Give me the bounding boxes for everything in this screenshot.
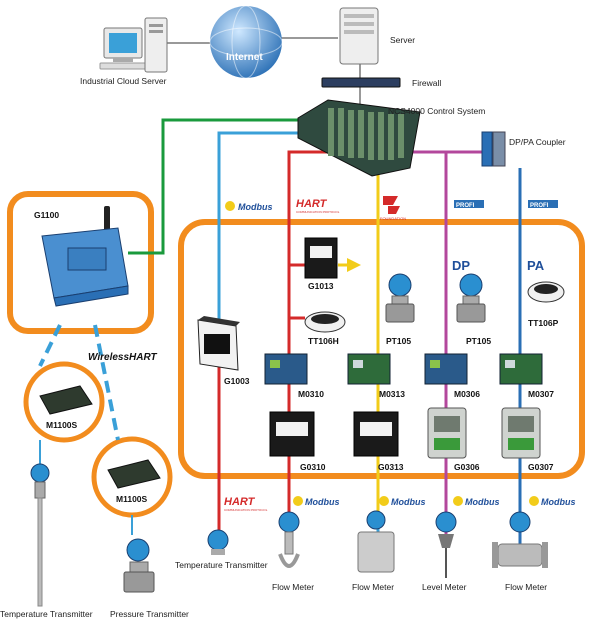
m0310-board-icon xyxy=(264,353,308,385)
modbus-logo-bottom-3: Modbus xyxy=(453,496,500,507)
m0306-label: M0306 xyxy=(454,389,480,399)
g1100-gateway-icon xyxy=(41,206,129,307)
pt105-b-label: PT105 xyxy=(466,336,491,346)
foundation-logo: FOUNDATION xyxy=(380,196,406,221)
temperature-transmitter-left-label: Temperature Transmitter xyxy=(0,609,93,619)
m1100s-a-board-icon xyxy=(39,385,93,415)
svg-text:Modbus: Modbus xyxy=(391,497,426,507)
tt106p-label: TT106P xyxy=(528,318,559,328)
g0306-label: G0306 xyxy=(454,462,480,472)
server-icon xyxy=(339,7,379,65)
flow-meter-3-icon xyxy=(492,511,548,568)
g0313-label: G0313 xyxy=(378,462,404,472)
temperature-transmitter-mid-label: Temperature Transmitter xyxy=(175,560,268,570)
svg-text:COMMUNICATION PROTOCOL: COMMUNICATION PROTOCOL xyxy=(224,508,268,512)
svg-text:PROFI: PROFI xyxy=(530,203,549,209)
tt106h-label: TT106H xyxy=(308,336,339,346)
svg-text:PROFI: PROFI xyxy=(456,203,475,209)
m1100s-b-board-icon xyxy=(107,459,161,489)
modbus-logo-bottom-1: Modbus xyxy=(293,496,340,507)
m1100s-a-label: M1100S xyxy=(46,420,78,430)
m0310-label: M0310 xyxy=(298,389,324,399)
level-meter-label: Level Meter xyxy=(422,582,467,592)
svg-text:FOUNDATION: FOUNDATION xyxy=(380,216,406,221)
flow-meter-2-icon xyxy=(357,510,395,573)
svg-text:Modbus: Modbus xyxy=(541,497,576,507)
svg-text:Modbus: Modbus xyxy=(238,202,273,212)
g1003-module-icon xyxy=(197,316,240,371)
profibus-logo-pa: PROFI xyxy=(528,200,558,209)
modbus-logo-bottom-2: Modbus xyxy=(379,496,426,507)
m0306-board-icon xyxy=(424,353,468,385)
svg-text:Modbus: Modbus xyxy=(465,497,500,507)
dp-pa-coupler-icon xyxy=(481,131,506,167)
server-label: Server xyxy=(390,35,415,45)
coupler-label: DP/PA Coupler xyxy=(509,137,566,147)
g0306-module-icon xyxy=(427,407,467,459)
wirelesshart-label: WirelessHART xyxy=(88,352,158,363)
svg-text:COMMUNICATION PROTOCOL: COMMUNICATION PROTOCOL xyxy=(296,210,340,214)
svg-text:HART: HART xyxy=(296,198,328,210)
firewall-label: Firewall xyxy=(412,78,441,88)
cloud-server-label: Industrial Cloud Server xyxy=(80,76,167,86)
g0310-module-icon xyxy=(269,411,315,457)
firewall-icon xyxy=(321,77,401,88)
level-meter-icon xyxy=(435,511,457,578)
g0307-module-icon xyxy=(501,407,541,459)
m0307-label: M0307 xyxy=(528,389,554,399)
hart-logo-bottom: HART COMMUNICATION PROTOCOL xyxy=(224,496,268,512)
g0310-label: G0310 xyxy=(300,462,326,472)
temperature-transmitter-mid-icon xyxy=(207,529,229,555)
tt106h-sensor-icon xyxy=(304,311,346,333)
g1013-module-icon xyxy=(304,237,338,279)
internet-globe-icon xyxy=(209,5,283,79)
hart-logo-top: HART COMMUNICATION PROTOCOL xyxy=(296,198,340,214)
m0313-board-icon xyxy=(347,353,391,385)
internet-label: Internet xyxy=(226,52,263,63)
m0307-board-icon xyxy=(499,353,543,385)
tt106p-sensor-icon xyxy=(527,281,565,303)
g0307-label: G0307 xyxy=(528,462,554,472)
dp-label: DP xyxy=(452,258,470,273)
modbus-logo-top: Modbus xyxy=(225,201,273,212)
pt105-a-label: PT105 xyxy=(386,336,411,346)
g0313-module-icon xyxy=(353,411,399,457)
m0313-label: M0313 xyxy=(379,389,405,399)
flow-meter-2-label: Flow Meter xyxy=(352,582,394,592)
modbus-logo-bottom-4: Modbus xyxy=(529,496,576,507)
ncs4000-control-system-icon xyxy=(297,99,421,177)
temperature-transmitter-left-icon xyxy=(30,463,50,607)
field-network-frame xyxy=(178,219,585,479)
g1013-label: G1013 xyxy=(308,281,334,291)
pt105-a-transmitter-icon xyxy=(385,273,415,323)
pressure-transmitter-icon xyxy=(123,538,155,593)
pa-label: PA xyxy=(527,258,545,273)
profibus-logo-dp: PROFI xyxy=(454,200,484,209)
g1003-label: G1003 xyxy=(224,376,250,386)
flow-meter-3-label: Flow Meter xyxy=(505,582,547,592)
m1100s-b-label: M1100S xyxy=(116,494,148,504)
pt105-b-transmitter-icon xyxy=(456,273,486,323)
svg-text:HART: HART xyxy=(224,496,256,508)
flow-meter-1-icon xyxy=(278,511,300,568)
pressure-transmitter-label: Pressure Transmitter xyxy=(110,609,189,619)
industrial-cloud-server-icon xyxy=(99,17,168,73)
g1100-label: G1100 xyxy=(34,210,59,220)
flow-meter-1-label: Flow Meter xyxy=(272,582,314,592)
svg-text:Modbus: Modbus xyxy=(305,497,340,507)
control-system-label: NCS4000 Control System xyxy=(388,106,485,116)
